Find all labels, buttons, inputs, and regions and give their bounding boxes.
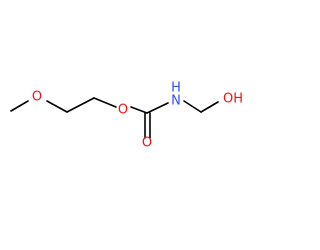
amine-hydrogen-label: H <box>171 81 181 96</box>
bond-ch2-ch2 <box>66 97 95 113</box>
structure-canvas: O O O H N OH <box>10 80 244 151</box>
structure-diagram: O O O H N OH <box>10 81 243 151</box>
carbonyl-oxygen-label: O <box>142 136 152 151</box>
bond-ch2-oh <box>200 101 219 113</box>
ester-oxygen-label: O <box>118 103 128 118</box>
methoxy-oxygen-label: O <box>32 90 42 105</box>
bond-n-ch2 <box>183 100 202 113</box>
bond-o-ch2 <box>46 100 68 113</box>
bond-ch2-o <box>93 97 117 108</box>
amine-nitrogen-label: N <box>171 94 181 109</box>
bond-o-c <box>130 106 148 114</box>
bond-ch3-o <box>10 100 29 112</box>
hydroxyl-label: OH <box>223 92 243 107</box>
bond-c-n <box>146 102 169 114</box>
